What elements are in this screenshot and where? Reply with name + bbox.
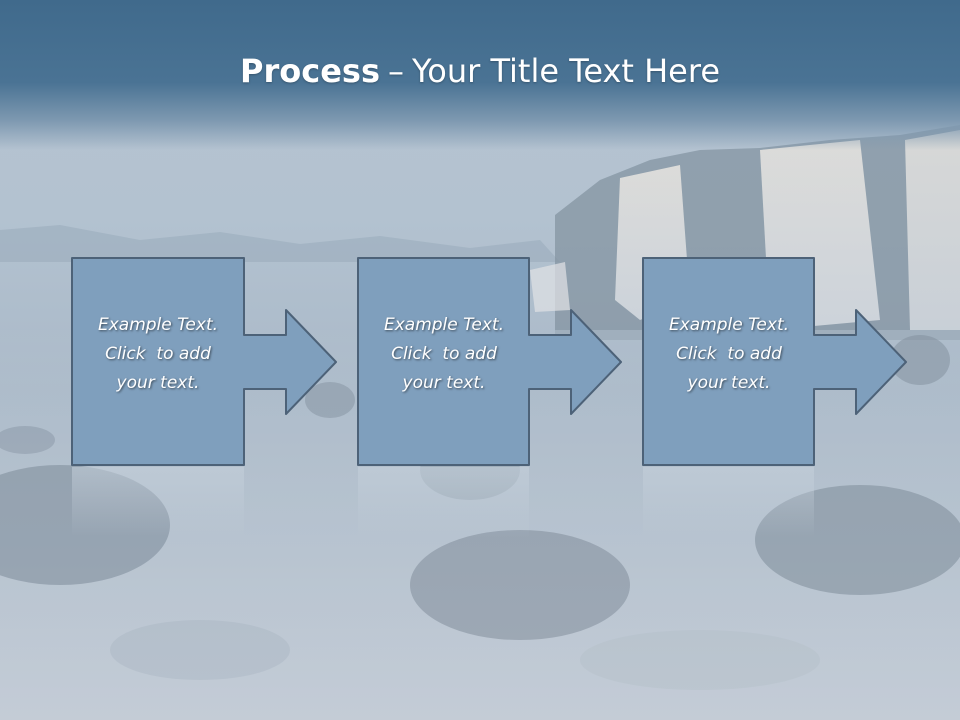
process-step-2[interactable] [357, 257, 622, 466]
process-step-3[interactable] [642, 257, 907, 466]
title-band [0, 0, 960, 150]
title-bold: Process [240, 52, 380, 90]
step-3-text[interactable]: Example Text. Click to add your text. [643, 311, 815, 398]
step-1-line-1: Example Text. [97, 315, 219, 335]
step-2-line-2: Click to add [391, 344, 497, 364]
step-1-line-2: Click to add [105, 344, 211, 364]
step-2-line-3: your text. [402, 373, 486, 393]
process-step-1[interactable] [71, 257, 337, 466]
step-2-text[interactable]: Example Text. Click to add your text. [358, 311, 530, 398]
title-dash: – [387, 52, 404, 90]
slide-title[interactable]: Process–Your Title Text Here [0, 52, 960, 90]
step-2-line-1: Example Text. [383, 315, 505, 335]
step-1-text[interactable]: Example Text. Click to add your text. [72, 311, 244, 398]
step-3-line-2: Click to add [676, 344, 782, 364]
step-1-line-3: your text. [116, 373, 200, 393]
step-3-line-1: Example Text. [668, 315, 790, 335]
step-1-reflection [72, 467, 244, 537]
title-rest: Your Title Text Here [411, 52, 720, 90]
step-3-line-3: your text. [687, 373, 771, 393]
step-3-reflection [643, 467, 814, 537]
step-2-reflection [358, 467, 529, 537]
